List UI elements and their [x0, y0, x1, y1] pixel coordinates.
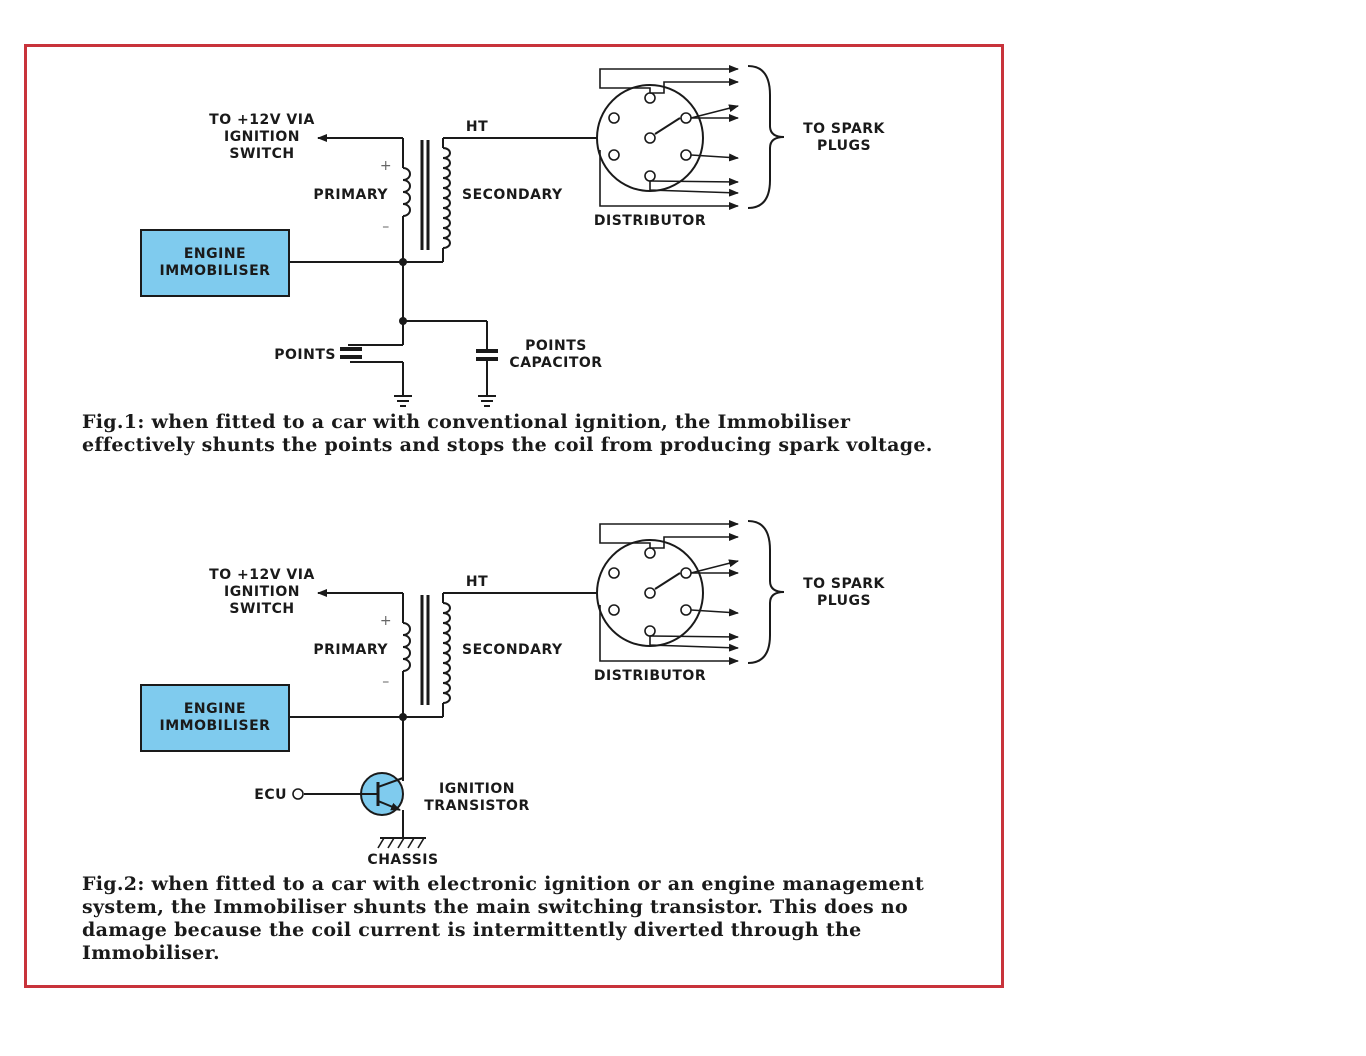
figure-2-diagram: TO +12V VIA IGNITION SWITCH HT + – PRIMA…: [141, 521, 886, 868]
fig2-plus-label: +: [380, 613, 392, 629]
fig2-primary-label: PRIMARY: [313, 642, 388, 658]
fig1-supply-label-3: SWITCH: [229, 146, 294, 162]
fig1-labels: TO +12V VIA IGNITION SWITCH HT + – PRIMA…: [160, 112, 886, 371]
figure-1-diagram: TO +12V VIA IGNITION SWITCH HT + – PRIMA…: [141, 66, 886, 407]
fig1-capacitor-label-1: POINTS: [525, 338, 587, 354]
fig2-spark-label-2: PLUGS: [817, 593, 871, 609]
fig2-immobiliser-label-2: IMMOBILISER: [160, 718, 271, 734]
fig1-ht-label: HT: [466, 119, 488, 135]
fig1-distributor-label: DISTRIBUTOR: [594, 213, 706, 229]
fig2-supply-label-2: IGNITION: [224, 584, 300, 600]
fig2-labels: TO +12V VIA IGNITION SWITCH HT + – PRIMA…: [160, 567, 886, 868]
fig1-capacitor-label-2: CAPACITOR: [509, 355, 602, 371]
fig1-primary-label: PRIMARY: [313, 187, 388, 203]
fig2-immobiliser-label-1: ENGINE: [184, 701, 246, 717]
fig2-distributor-label: DISTRIBUTOR: [594, 668, 706, 684]
fig1-supply-label-1: TO +12V VIA: [209, 112, 315, 128]
fig2-ecu-label: ECU: [254, 787, 287, 803]
fig1-supply-label-2: IGNITION: [224, 129, 300, 145]
fig2-supply-label-3: SWITCH: [229, 601, 294, 617]
fig1-minus-label: –: [382, 219, 390, 235]
fig2-secondary-label: SECONDARY: [462, 642, 563, 658]
fig1-spark-label-2: PLUGS: [817, 138, 871, 154]
fig2-minus-label: –: [382, 674, 390, 690]
fig2-ht-label: HT: [466, 574, 488, 590]
fig2-caption: Fig.2: when fitted to a car with electro…: [82, 873, 925, 964]
fig2-transistor-label-2: TRANSISTOR: [424, 798, 530, 814]
fig2-transistor-label-1: IGNITION: [439, 781, 515, 797]
fig1-secondary-label: SECONDARY: [462, 187, 563, 203]
fig2-spark-label-1: TO SPARK: [803, 576, 885, 592]
fig1-caption: Fig.1: when fitted to a car with convent…: [82, 411, 933, 456]
fig2-chassis-label: CHASSIS: [367, 852, 438, 868]
fig1-immobiliser-label-2: IMMOBILISER: [160, 263, 271, 279]
fig1-plus-label: +: [380, 158, 392, 174]
fig2-supply-label-1: TO +12V VIA: [209, 567, 315, 583]
fig1-spark-label-1: TO SPARK: [803, 121, 885, 137]
fig1-points-label: POINTS: [274, 347, 336, 363]
figure-frame: [24, 44, 1004, 988]
fig1-immobiliser-label-1: ENGINE: [184, 246, 246, 262]
